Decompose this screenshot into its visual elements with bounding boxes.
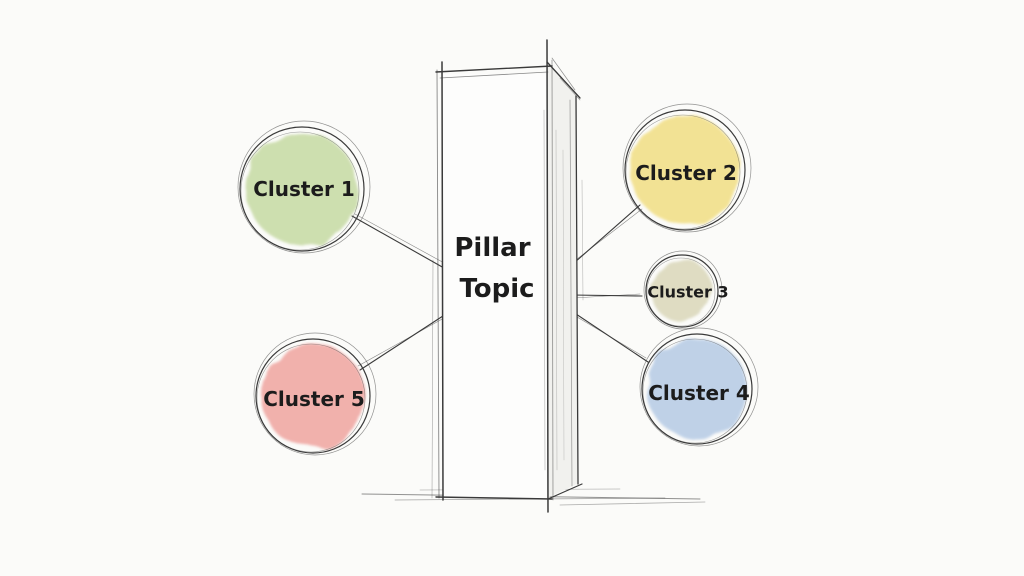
cluster-node-3: Cluster 3 [643,250,729,330]
cluster-2-label: Cluster 2 [635,161,737,185]
connector-cluster-1 [351,215,445,269]
cluster-5-wash [261,344,365,448]
cluster-1-wash [246,133,358,245]
cluster-node-5: Cluster 5 [253,332,377,456]
cluster-3-label: Cluster 3 [647,283,728,302]
cluster-node-1: Cluster 1 [237,120,371,254]
cluster-4-wash [647,339,747,439]
connectors [351,204,649,371]
cluster-node-2: Cluster 2 [622,103,752,233]
cluster-4-label: Cluster 4 [648,381,750,405]
connector-cluster-2 [565,204,641,271]
pillar [431,39,584,513]
connector-cluster-3 [571,294,643,297]
pillar-side-face [547,60,577,498]
cluster-3-wash [651,260,713,322]
cluster-1-label: Cluster 1 [253,177,355,201]
cluster-5-label: Cluster 5 [263,387,365,411]
cluster-node-4: Cluster 4 [639,327,759,447]
pillar-label: Pillar Topic [454,233,539,304]
connector-cluster-5 [359,313,447,371]
pillar-front-face [443,74,547,498]
cluster-2-wash [631,116,739,224]
